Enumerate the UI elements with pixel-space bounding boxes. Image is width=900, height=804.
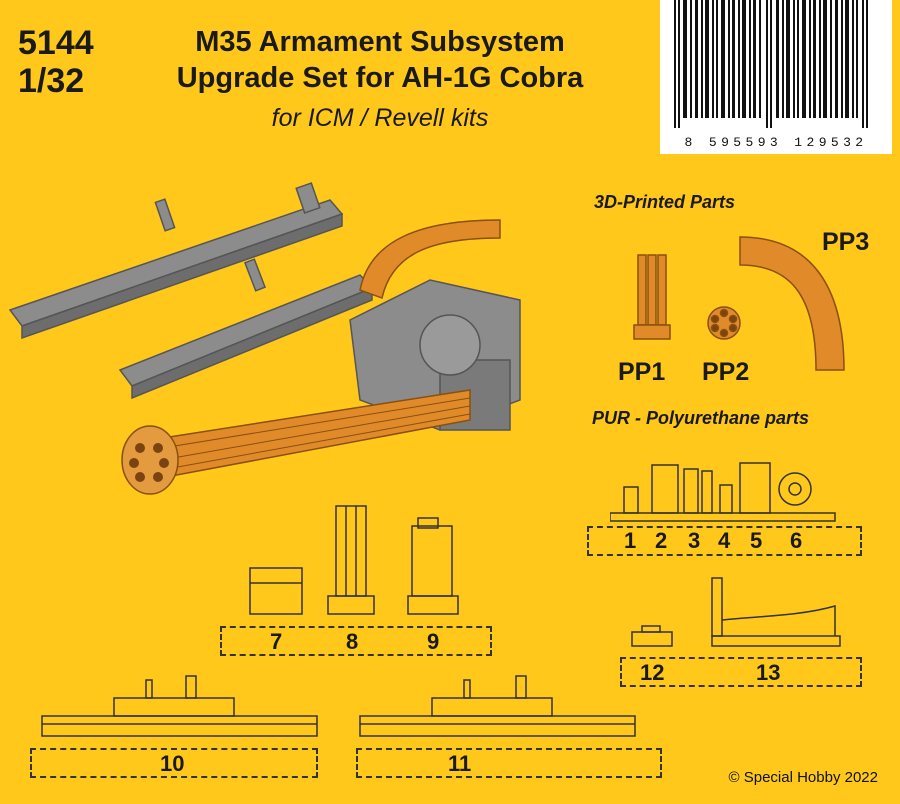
printed-parts-render [633, 236, 845, 371]
part-label-11: 11 [448, 751, 472, 776]
part-label-12: 12 [640, 660, 665, 685]
part-label-6: 6 [790, 528, 803, 553]
pp1-label: PP1 [618, 358, 666, 386]
rail-10-render [8, 182, 344, 340]
part-label-9: 9 [427, 629, 440, 654]
part-11-frame [356, 748, 662, 778]
parts-12-13-frame [620, 657, 862, 687]
gun-housing-render [349, 279, 521, 431]
part-label-10: 10 [160, 751, 185, 776]
copyright-notice: © Special Hobby 2022 [728, 769, 878, 786]
ammo-chute-render [359, 219, 501, 299]
parts-10-11-line-art [41, 675, 636, 737]
barrel-cluster-render [121, 389, 471, 495]
pp2-render [707, 306, 741, 340]
part-label-7: 7 [270, 629, 283, 654]
barcode-digits: 8 595593 129532 [684, 135, 868, 150]
barcode: 8 595593 129532 [660, 0, 892, 154]
pp3-label: PP3 [822, 228, 870, 256]
part-10-frame [30, 748, 318, 778]
part-label-8: 8 [346, 629, 359, 654]
parts-7-9-frame [220, 626, 492, 656]
part-label-5: 5 [750, 528, 763, 553]
part-label-4: 4 [718, 528, 731, 553]
part-label-13: 13 [756, 660, 781, 685]
parts-1-6-line-art [610, 462, 836, 522]
part-label-1: 1 [624, 528, 637, 553]
product-title: M35 Armament Subsystem Upgrade Set for A… [120, 24, 640, 96]
title-line-1: M35 Armament Subsystem [195, 26, 565, 58]
pp1-render [633, 254, 671, 340]
printed-parts-heading: 3D-Printed Parts [594, 192, 736, 212]
parts-7-9-line-art [249, 505, 459, 615]
product-code-block: 5144 1/32 [18, 24, 94, 100]
part-label-2: 2 [655, 528, 668, 553]
minigun-render [8, 182, 521, 495]
pp3-render [739, 236, 845, 371]
product-code: 5144 [18, 24, 94, 62]
part-label-3: 3 [688, 528, 701, 553]
barcode-bars [674, 0, 868, 128]
pp2-label: PP2 [702, 358, 750, 386]
product-scale: 1/32 [18, 62, 85, 100]
parts-1-6-frame [587, 526, 862, 556]
parts-12-13-line-art [631, 577, 841, 647]
title-line-2: Upgrade Set for AH-1G Cobra [176, 62, 584, 94]
product-subtitle: for ICM / Revell kits [271, 104, 489, 132]
pur-parts-heading: PUR - Polyurethane parts [592, 408, 810, 428]
